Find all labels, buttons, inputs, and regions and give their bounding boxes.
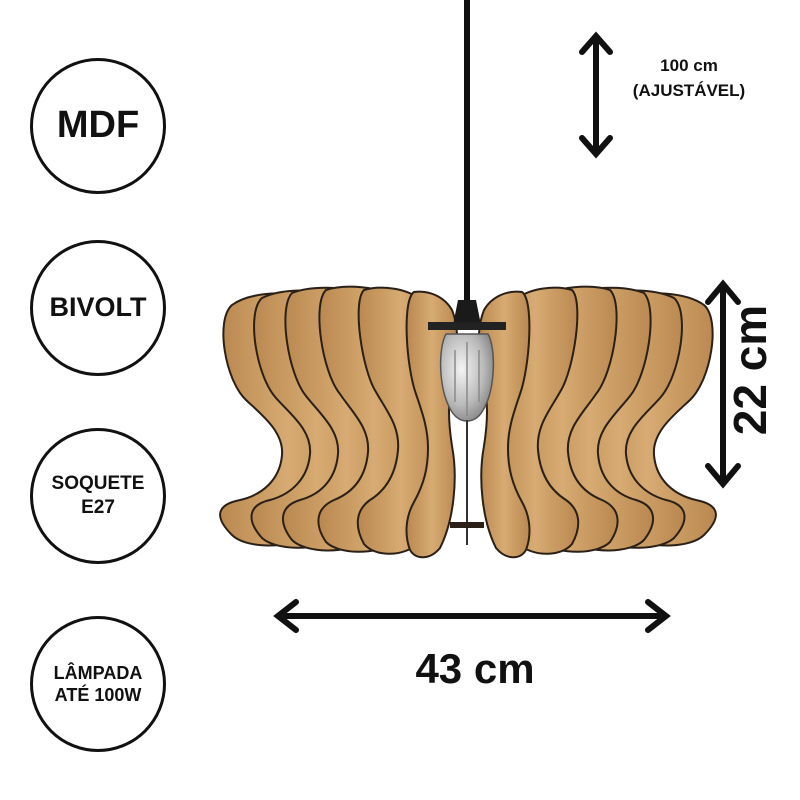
socket-badge: SOQUETE E27: [30, 428, 166, 564]
height-arrow: [705, 279, 741, 489]
height-label: 22 cm: [724, 304, 776, 436]
lamp-power-badge: LÂMPADA ATÉ 100W: [30, 616, 166, 752]
cable-length-arrow: [579, 31, 613, 159]
socket-label: SOQUETE E27: [51, 473, 145, 518]
cable: [464, 0, 470, 300]
material-label: MDF: [56, 104, 140, 147]
material-badge: MDF: [30, 58, 166, 194]
lamp-ribs-right: [477, 285, 717, 559]
voltage-label: BIVOLT: [49, 292, 147, 323]
lamp-power-label: LÂMPADA ATÉ 100W: [53, 662, 143, 706]
lamp-ribs-left: [219, 285, 459, 559]
width-arrow: [273, 599, 671, 633]
voltage-badge: BIVOLT: [30, 240, 166, 376]
width-label: 43 cm: [415, 645, 535, 692]
cable-length-label: 100 cm (AJUSTÁVEL): [632, 56, 746, 100]
bulb-and-socket: [428, 300, 506, 545]
